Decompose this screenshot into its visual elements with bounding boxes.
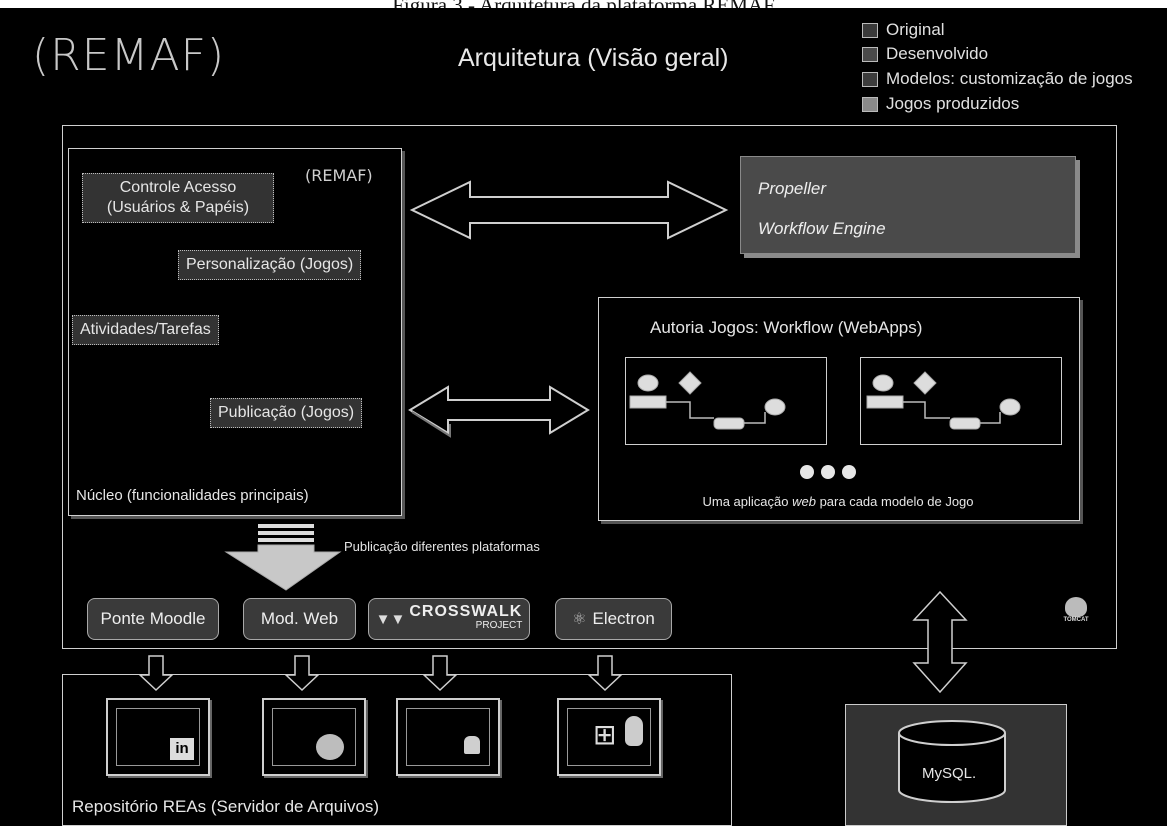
crosswalk-subtitle: PROJECT — [475, 620, 523, 631]
down-arrows — [138, 655, 623, 692]
android-icon — [464, 736, 480, 754]
legend-swatch — [862, 46, 878, 62]
legend-swatch — [862, 22, 878, 38]
tomcat-logo-icon: TOMCAT — [1058, 597, 1094, 631]
moodle-bridge-box: Ponte Moodle — [87, 598, 219, 640]
electron-atom-icon: ⚛ — [572, 611, 587, 628]
legend-label: Modelos: customização de jogos — [886, 69, 1133, 88]
diagram-title: Arquitetura (Visão geral) — [458, 44, 729, 72]
crosswalk-text: CROSSWALK PROJECT — [409, 603, 523, 633]
double-arrow-propeller — [409, 180, 729, 240]
legend-item-models: Modelos: customização de jogos — [862, 69, 1133, 89]
windows-icon: ⊞ — [593, 719, 617, 750]
crosswalk-box: ▼▼ CROSSWALK PROJECT — [368, 598, 530, 640]
caption-text: para cada modelo de Jogo — [815, 494, 974, 509]
authoring-title: Autoria Jogos: Workflow (WebApps) — [650, 318, 923, 337]
platform-label: Ponte Moodle — [100, 609, 206, 628]
legend-label: Jogos produzidos — [886, 94, 1020, 113]
publishing-label: Publicação diferentes plataformas — [344, 539, 540, 554]
browser-globe-icon — [316, 734, 344, 760]
webapp-caption: Uma aplicação web para cada modelo de Jo… — [598, 494, 1078, 509]
device-moodle: in — [106, 698, 210, 776]
workflow-diagram-1 — [629, 371, 786, 430]
device-screen — [272, 708, 356, 766]
publication-arrow — [224, 524, 342, 591]
caption-emphasis: web — [792, 494, 816, 509]
legend-swatch — [862, 71, 878, 87]
tomcat-label: TOMCAT — [1063, 617, 1089, 623]
linux-tux-icon — [625, 716, 643, 746]
propeller-box: Propeller Workflow Engine — [740, 156, 1076, 254]
database-cylinder-icon — [898, 720, 1006, 803]
tag-line: Controle Acesso — [119, 179, 237, 196]
device-android — [396, 698, 500, 776]
publication-tag: Publicação (Jogos) — [210, 398, 363, 428]
mysql-label: MySQL. — [922, 765, 976, 782]
access-control-tag: Controle Acesso (Usuários & Papéis) — [82, 173, 274, 223]
legend-item-original: Original — [862, 20, 945, 40]
figure-caption: Figura 3 - Arquitetura da plataforma REM… — [0, 0, 1167, 8]
legend-swatch — [862, 96, 878, 112]
moodle-badge-icon: in — [170, 738, 194, 760]
workflow-diagram-2 — [866, 371, 1021, 430]
activities-tag: Atividades/Tarefas — [72, 315, 219, 345]
platform-label: Mod. Web — [260, 609, 339, 628]
nucleus-label: Núcleo (funcionalidades principais) — [76, 487, 309, 504]
repository-label: Repositório REAs (Servidor de Arquivos) — [72, 797, 380, 816]
workflow-engine-label: Workflow Engine — [758, 219, 886, 238]
tag-line: (Usuários & Papéis) — [106, 199, 250, 216]
double-arrow-authoring — [408, 385, 590, 435]
double-arrow-database — [912, 590, 968, 694]
remaf-logo: (REMAF) — [32, 30, 226, 81]
legend-label: Desenvolvido — [886, 44, 989, 63]
electron-box: ⚛ Electron — [555, 598, 672, 640]
legend-item-developed: Desenvolvido — [862, 44, 988, 64]
device-desktop: ⊞ — [557, 698, 661, 776]
device-web — [262, 698, 366, 776]
caption-text: Uma aplicação — [702, 494, 793, 509]
platform-frame — [62, 125, 1117, 649]
legend-item-games: Jogos produzidos — [862, 94, 1019, 114]
more-apps-dots — [800, 465, 856, 479]
personalization-tag: Personalização (Jogos) — [178, 250, 362, 280]
web-module-box: Mod. Web — [243, 598, 356, 640]
remaf-logo-small: (REMAF) — [305, 166, 373, 185]
propeller-label: Propeller — [758, 179, 827, 198]
legend-label: Original — [886, 20, 945, 39]
crosswalk-title: CROSSWALK — [409, 603, 523, 620]
crosswalk-logo-icon: ▼▼ — [375, 610, 406, 628]
platform-label: Electron — [592, 609, 655, 628]
tomcat-cat-shape — [1065, 597, 1087, 617]
